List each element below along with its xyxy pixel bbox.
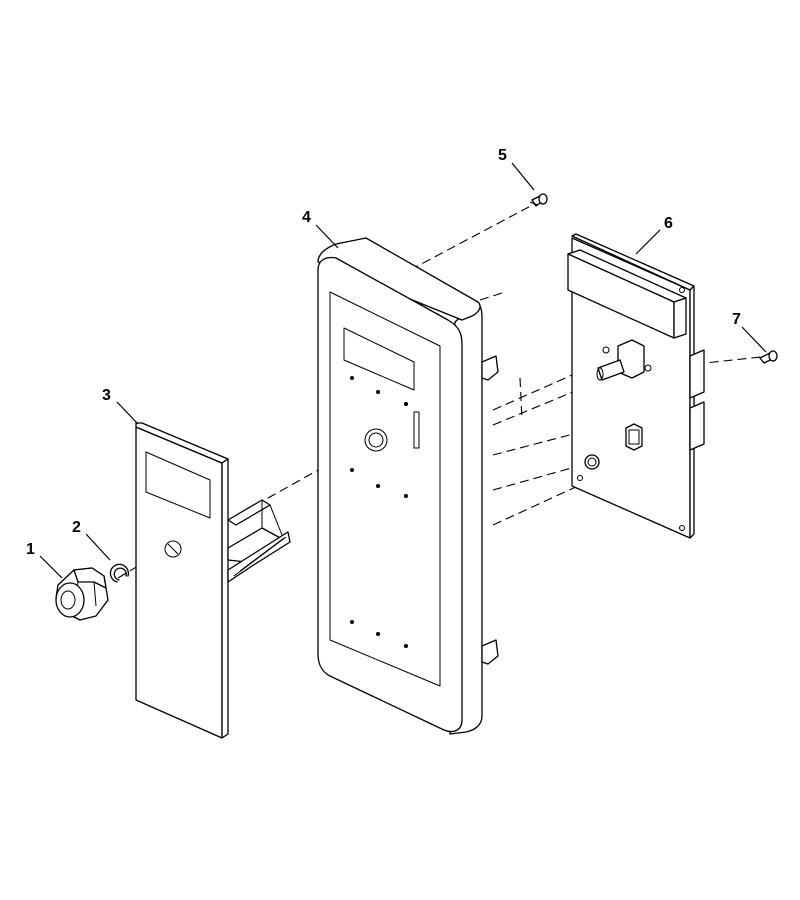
- callout-6: 6: [664, 215, 673, 232]
- part-2-clip: [109, 563, 130, 583]
- part-5-screw: [529, 193, 548, 207]
- part-7-screw: [759, 350, 778, 364]
- callout-1: 1: [26, 541, 35, 558]
- ribbon-cable: [227, 499, 291, 583]
- leader-lines: [39, 162, 767, 579]
- part-6-circuit-board: [567, 233, 705, 539]
- part-3-control-panel: [135, 422, 291, 739]
- part-4-mount-holes: [350, 376, 408, 648]
- callout-7: 7: [732, 311, 741, 328]
- callout-4: 4: [302, 209, 311, 226]
- part-4-control-frame: [317, 237, 499, 735]
- part-3-knob-hole: [164, 540, 182, 558]
- part-1-knob: [55, 567, 109, 621]
- part-4-display-window: [343, 327, 415, 391]
- part-6-button: [584, 454, 600, 470]
- part-4-knob-opening: [364, 428, 388, 452]
- callout-3: 3: [102, 387, 111, 404]
- part-4-inner-panel: [329, 291, 441, 687]
- callouts: 1 2 3 4 5 6 7: [26, 147, 741, 558]
- part-4-slot: [413, 411, 420, 449]
- part-6-switch: [625, 423, 643, 451]
- callout-5: 5: [498, 147, 507, 164]
- part-3-display-window: [145, 451, 211, 519]
- callout-2: 2: [72, 519, 81, 536]
